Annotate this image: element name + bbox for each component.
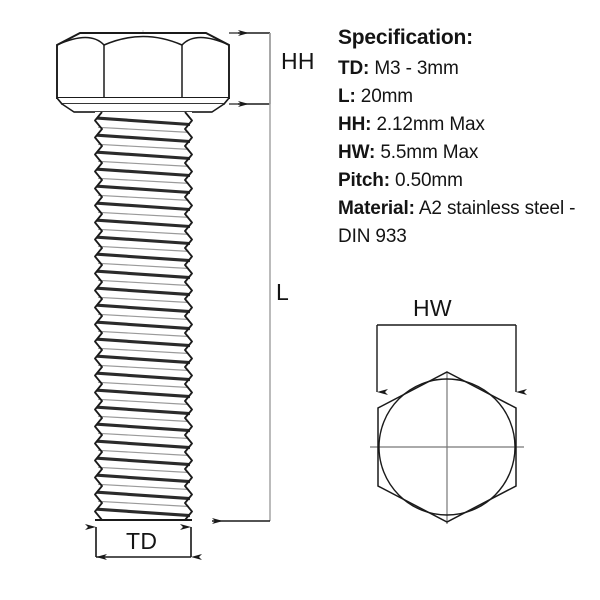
dimension-length [212, 33, 271, 524]
thread-crest-line [96, 507, 191, 518]
dimension-label-length: L [276, 279, 290, 305]
spec-value-hw: 5.5mm Max [380, 142, 479, 163]
thread-crest-line [96, 286, 191, 297]
thread-profile-right [184, 111, 193, 521]
thread-root-line [97, 279, 190, 287]
hex-end-view [370, 324, 527, 524]
dimension-label-head-width: HW [413, 295, 452, 321]
thread-root-line [97, 466, 190, 474]
specification-block: Specification: TD: M3 - 3mm L: 20mm HH: … [338, 24, 594, 251]
thread-crest-line [96, 422, 191, 433]
thread-crest-line [96, 303, 191, 314]
bearing-face-taper [61, 103, 225, 113]
dimension-label-head-height: HH [281, 48, 315, 74]
spec-value-hh: 2.12mm Max [376, 114, 485, 135]
hex-inscribed-circle [378, 378, 516, 516]
bolt-side-view [56, 30, 230, 521]
thread-root-line [97, 177, 190, 184]
thread-crest-line [96, 218, 191, 229]
spec-row-hh: HH: 2.12mm Max [338, 111, 594, 139]
thread-root-line [97, 364, 190, 372]
bearing-face-outline [56, 97, 230, 105]
thread-root-line [97, 211, 190, 218]
thread-root-line [97, 194, 190, 201]
thread-root-line [97, 313, 190, 321]
thread-crest-line [96, 371, 191, 382]
spec-key-material: Material: [338, 198, 415, 219]
thread-crest-line [96, 201, 191, 212]
thread-root-line [97, 432, 190, 440]
thread-root-line [97, 228, 190, 235]
dimension-thread-diameter [85, 524, 202, 560]
hex-head-chamfer-center [103, 35, 183, 46]
thread-crest-line [96, 388, 191, 399]
thread-crest-line [96, 269, 191, 280]
spec-value-material: A2 stainless steel - DIN 933 [338, 198, 576, 247]
spec-key-td: TD: [338, 58, 370, 79]
thread-root-line [97, 330, 190, 338]
thread-crest-line [96, 490, 191, 501]
thread-root-line [97, 415, 190, 423]
dimension-head-height [229, 30, 271, 107]
thread-root-line [97, 262, 190, 270]
spec-row-pitch: Pitch: 0.50mm [338, 167, 594, 195]
hex-head-chamfer-right [181, 36, 230, 46]
thread-root-line [97, 398, 190, 406]
thread-crest-line [96, 456, 191, 467]
thread-root-line [97, 296, 190, 304]
thread-root-line [97, 381, 190, 389]
thread-crest-line [96, 184, 191, 195]
threaded-shank [94, 111, 193, 521]
thread-root-line [97, 245, 190, 252]
spec-key-hh: HH: [338, 114, 372, 135]
thread-crest-line [96, 235, 191, 246]
thread-crest-line [96, 167, 191, 178]
thread-root-line [97, 160, 190, 167]
thread-root-line [97, 500, 190, 508]
thread-crest-line [96, 320, 191, 331]
hex-head-outline [56, 32, 230, 99]
thread-crest-line [96, 252, 191, 263]
spec-row-l: L: 20mm [338, 83, 594, 111]
thread-root-line [97, 143, 190, 150]
thread-root-line [97, 483, 190, 491]
spec-key-hw: HW: [338, 142, 376, 163]
thread-crest-line [96, 116, 191, 127]
thread-helix-lines [96, 116, 191, 518]
thread-crest-line [96, 354, 191, 365]
spec-value-l: 20mm [360, 86, 413, 107]
spec-row-material: Material: A2 stainless steel - DIN 933 [338, 195, 594, 251]
thread-crest-line [96, 133, 191, 144]
spec-row-td: TD: M3 - 3mm [338, 55, 594, 83]
thread-root-line [97, 449, 190, 457]
thread-crest-line [96, 473, 191, 484]
thread-crest-line [96, 405, 191, 416]
spec-value-td: M3 - 3mm [374, 58, 459, 79]
thread-root-line [97, 347, 190, 355]
spec-key-l: L: [338, 86, 356, 107]
head-bearing-face [56, 97, 230, 113]
spec-key-pitch: Pitch: [338, 170, 390, 191]
spec-value-pitch: 0.50mm [395, 170, 463, 191]
spec-row-hw: HW: 5.5mm Max [338, 139, 594, 167]
hex-head-chamfer-left [56, 36, 105, 46]
thread-crest-line [96, 337, 191, 348]
hex-outline [377, 371, 517, 523]
dimension-label-thread-diameter: TD [126, 528, 158, 554]
hex-head [56, 32, 230, 99]
thread-crest-line [96, 150, 191, 161]
thread-crest-line [96, 439, 191, 450]
thread-root-line [97, 126, 190, 133]
thread-profile-left [94, 111, 103, 521]
specification-title: Specification: [338, 26, 473, 49]
